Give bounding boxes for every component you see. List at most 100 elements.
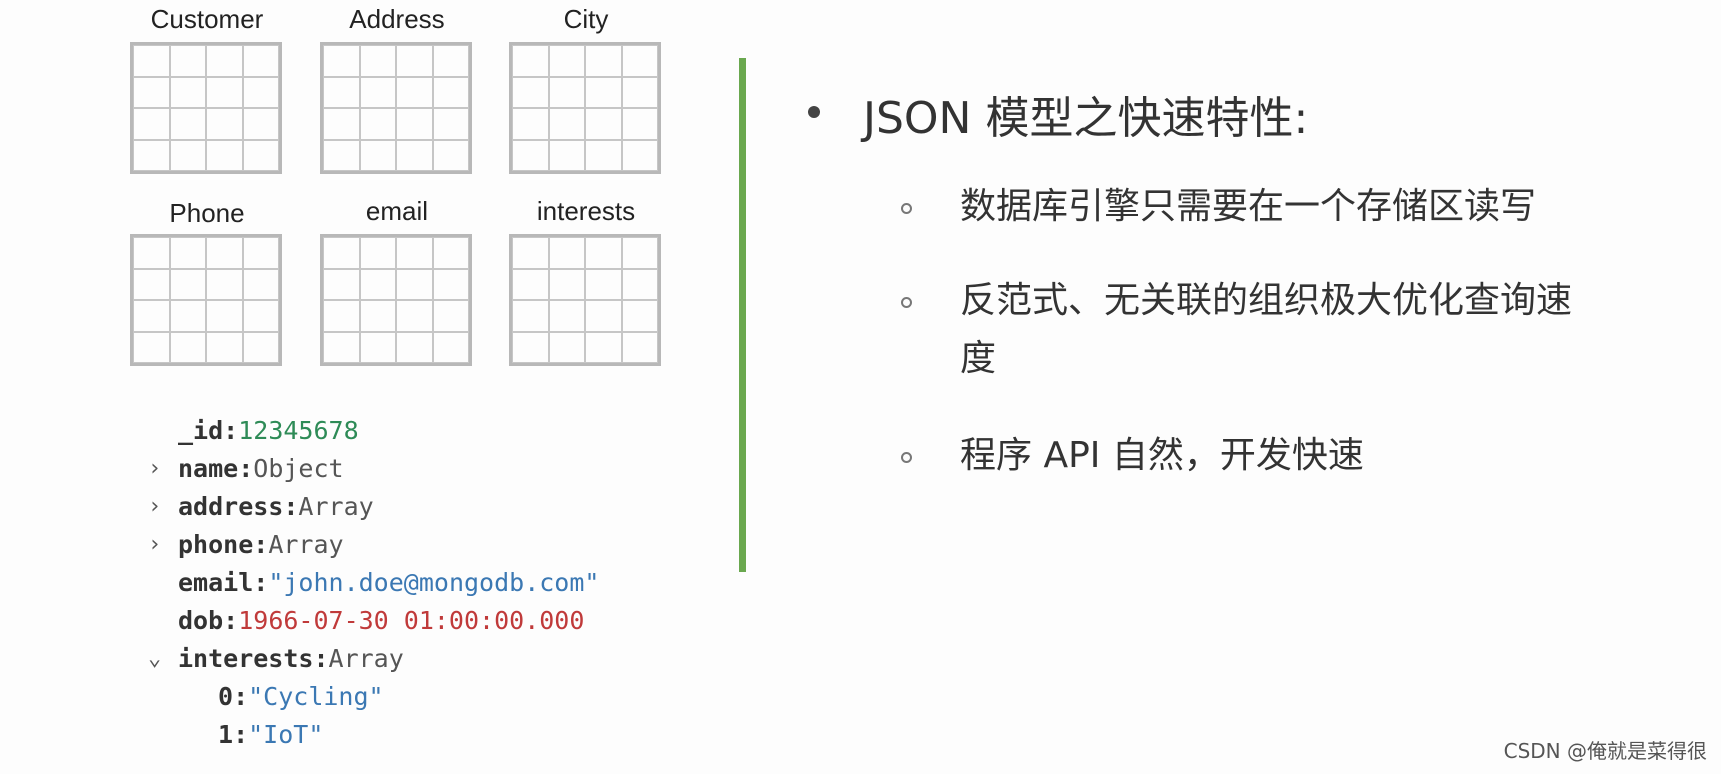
table-label-email: email xyxy=(365,196,429,226)
point-1: 数据库引擎只需要在一个存储区读写 xyxy=(960,186,1537,227)
grid-cell xyxy=(396,237,433,269)
grid-cell xyxy=(323,237,360,269)
grid-cell xyxy=(133,108,170,140)
grid-cell xyxy=(359,76,396,108)
grid-cell xyxy=(548,108,585,140)
grid-cell xyxy=(585,237,622,269)
table-grid-city xyxy=(509,42,661,174)
field-colon: : xyxy=(233,720,249,749)
grid-cell xyxy=(359,331,396,363)
field-value: Object xyxy=(253,454,344,483)
grid-cell xyxy=(359,237,396,269)
grid-cell xyxy=(323,331,360,363)
field-key: name:Object xyxy=(178,450,344,488)
grid-cell xyxy=(621,300,658,332)
field-key: phone:Array xyxy=(178,526,344,564)
field-key: email:"john.doe@mongodb.com" xyxy=(178,564,599,602)
vertical-divider xyxy=(739,58,746,572)
chevron-down-icon[interactable]: ⌄ xyxy=(148,646,162,671)
field-value: Array xyxy=(328,644,404,673)
table-label-interests: interests xyxy=(536,196,636,226)
grid-cell xyxy=(432,45,469,77)
field-name: address xyxy=(178,492,284,521)
field-colon: : xyxy=(223,606,239,635)
grid-cell xyxy=(512,76,549,108)
grid-cell xyxy=(396,300,433,332)
grid-cell xyxy=(169,139,206,171)
grid-cell xyxy=(169,108,206,140)
grid-cell xyxy=(548,268,585,300)
chevron-right-icon[interactable]: › xyxy=(148,456,162,481)
grid-cell xyxy=(169,331,206,363)
grid-cell xyxy=(359,45,396,77)
table-label-phone: Phone xyxy=(169,198,245,228)
grid-cell xyxy=(242,45,279,77)
grid-cell xyxy=(585,45,622,77)
grid-cell xyxy=(512,108,549,140)
grid-cell xyxy=(242,76,279,108)
table-grid-customer xyxy=(130,42,282,174)
grid-cell xyxy=(548,237,585,269)
field-name: email xyxy=(178,568,254,597)
field-colon: : xyxy=(283,492,299,521)
grid-cell xyxy=(133,331,170,363)
field-key: 0:"Cycling" xyxy=(218,678,384,716)
table-grid-phone xyxy=(130,234,282,366)
field-name: name xyxy=(178,454,239,483)
grid-cell xyxy=(432,331,469,363)
field-name: interests xyxy=(178,644,314,673)
field-colon: : xyxy=(313,644,329,673)
grid-cell xyxy=(396,108,433,140)
grid-cell xyxy=(548,45,585,77)
heading: JSON 模型之快速特性: xyxy=(863,93,1309,144)
field-value: Array xyxy=(298,492,374,521)
chevron-right-icon[interactable]: › xyxy=(148,494,162,519)
sub-bullet-icon xyxy=(901,452,912,463)
grid-cell xyxy=(585,108,622,140)
grid-cell xyxy=(432,108,469,140)
field-value: "Cycling" xyxy=(248,682,384,711)
chevron-right-icon[interactable]: › xyxy=(148,532,162,557)
grid-cell xyxy=(242,268,279,300)
grid-cell xyxy=(169,45,206,77)
grid-cell xyxy=(621,331,658,363)
grid-cell xyxy=(169,76,206,108)
field-value: "john.doe@mongodb.com" xyxy=(268,568,600,597)
point-2: 反范式、无关联的组织极大优化查询速度 xyxy=(960,280,1573,379)
field-colon: : xyxy=(253,568,269,597)
grid-cell xyxy=(396,45,433,77)
field-colon: : xyxy=(253,530,269,559)
field-value: "IoT" xyxy=(248,720,324,749)
grid-cell xyxy=(585,300,622,332)
grid-cell xyxy=(133,76,170,108)
field-name: phone xyxy=(178,530,254,559)
grid-cell xyxy=(206,139,243,171)
grid-cell xyxy=(621,76,658,108)
table-grid-interests xyxy=(509,234,661,366)
grid-cell xyxy=(512,300,549,332)
grid-cell xyxy=(585,139,622,171)
grid-cell xyxy=(396,268,433,300)
grid-cell xyxy=(585,268,622,300)
field-name: dob xyxy=(178,606,224,635)
table-grid-address xyxy=(320,42,472,174)
grid-cell xyxy=(548,331,585,363)
grid-cell xyxy=(548,139,585,171)
field-name: _id xyxy=(178,416,224,445)
grid-cell xyxy=(206,300,243,332)
grid-cell xyxy=(432,237,469,269)
field-key: dob:1966-07-30 01:00:00.000 xyxy=(178,602,584,640)
grid-cell xyxy=(432,300,469,332)
grid-cell xyxy=(169,237,206,269)
grid-cell xyxy=(621,268,658,300)
field-key: interests:Array xyxy=(178,640,404,678)
grid-cell xyxy=(206,268,243,300)
grid-cell xyxy=(323,76,360,108)
sub-bullet-icon xyxy=(901,297,912,308)
point-3: 程序 API 自然，开发快速 xyxy=(960,435,1364,476)
sub-bullet-icon xyxy=(901,203,912,214)
grid-cell xyxy=(396,331,433,363)
grid-cell xyxy=(323,108,360,140)
grid-cell xyxy=(206,331,243,363)
